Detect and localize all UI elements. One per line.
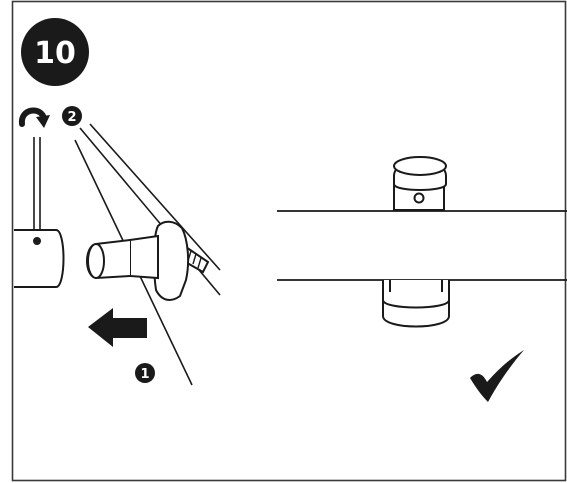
fitting-top <box>393 156 447 211</box>
fitting-bottom <box>382 280 450 328</box>
panel-border <box>11 0 567 482</box>
callout-2-label: 2 <box>67 110 76 125</box>
checkmark-icon <box>470 350 524 402</box>
hex-key <box>33 137 41 238</box>
bolt-with-knob <box>86 220 210 301</box>
step-number-badge: 10 <box>21 18 89 86</box>
step-number-label: 10 <box>34 36 76 71</box>
rotate-arrow-icon <box>18 107 50 128</box>
callout-1-badge: 1 <box>135 363 155 383</box>
callout-2-badge: 2 <box>62 106 82 126</box>
left-arrow-icon <box>88 308 147 347</box>
fitting-cylinder-left <box>14 229 65 288</box>
callout-1-label: 1 <box>140 367 149 382</box>
